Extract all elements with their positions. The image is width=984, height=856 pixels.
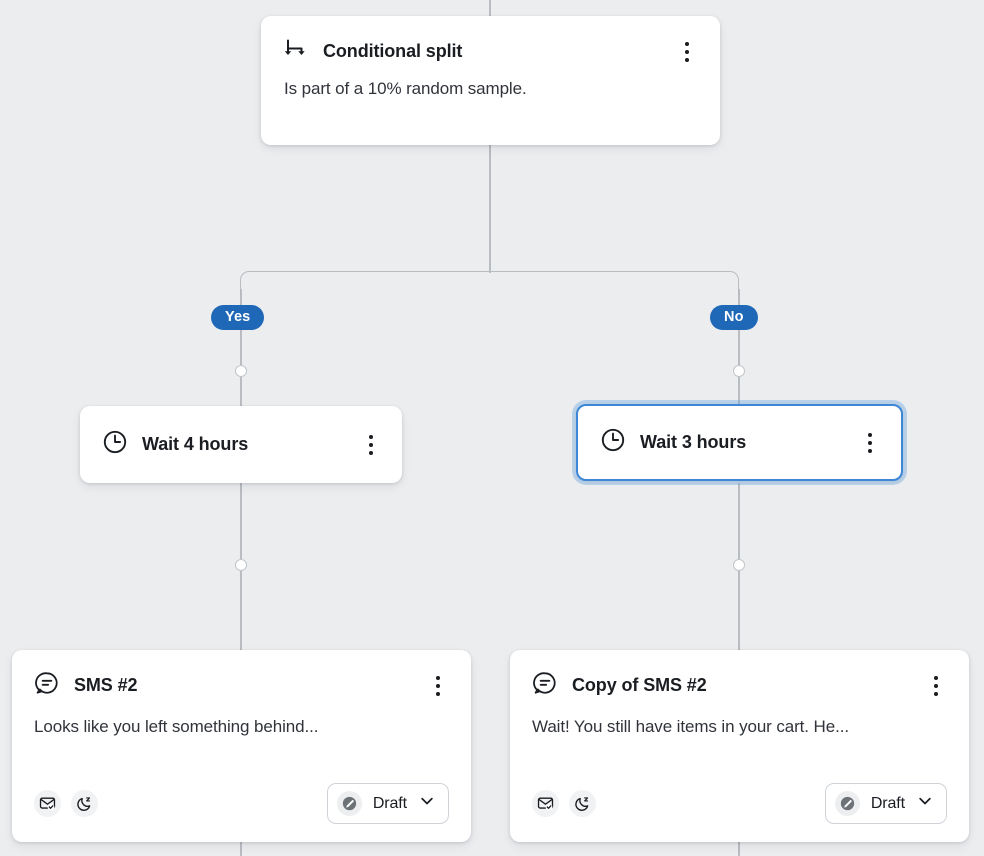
kebab-menu-icon[interactable] xyxy=(925,673,947,699)
kebab-menu-icon[interactable] xyxy=(859,430,881,456)
connector-yes-to-wait xyxy=(240,289,242,407)
card-title: SMS #2 xyxy=(74,675,138,695)
sms-card[interactable]: Copy of SMS #2 Wait! You still have item… xyxy=(510,650,969,842)
connector-below-sms2 xyxy=(240,842,242,856)
envelope-check-icon xyxy=(34,790,61,817)
envelope-check-icon xyxy=(532,790,559,817)
connector-node-wait4[interactable] xyxy=(235,559,247,571)
connector-no-to-wait xyxy=(738,289,740,405)
kebab-menu-icon[interactable] xyxy=(676,39,698,65)
status-label: Draft xyxy=(372,794,407,812)
sms-preview-text: Looks like you left something behind... xyxy=(34,717,319,736)
connector-below-sms-copy xyxy=(738,842,740,856)
branch-label-no[interactable]: No xyxy=(710,305,758,330)
clock-icon xyxy=(600,427,626,458)
card-title: Wait 4 hours xyxy=(142,434,249,454)
card-title: Wait 3 hours xyxy=(640,432,747,452)
wait-card-4-hours[interactable]: Wait 4 hours xyxy=(80,406,402,483)
chat-bubble-icon xyxy=(34,670,60,701)
connector-elbow-no xyxy=(489,271,739,298)
moon-quiet-hours-icon xyxy=(569,790,596,817)
split-description: Is part of a 10% random sample. xyxy=(284,79,527,98)
chevron-down-icon[interactable] xyxy=(418,792,436,815)
split-branch-icon xyxy=(283,36,309,67)
connector-node-wait3[interactable] xyxy=(733,559,745,571)
sms-preview-text: Wait! You still have items in your cart.… xyxy=(532,717,849,736)
connector-elbow-yes xyxy=(240,271,490,298)
conditional-split-card[interactable]: Conditional split Is part of a 10% rando… xyxy=(261,16,720,145)
pencil-draft-icon xyxy=(336,791,362,816)
clock-icon xyxy=(102,429,128,460)
pencil-draft-icon xyxy=(834,791,860,816)
moon-quiet-hours-icon xyxy=(71,790,98,817)
card-title: Copy of SMS #2 xyxy=(572,675,707,695)
chat-bubble-icon xyxy=(532,670,558,701)
wait-card-3-hours[interactable]: Wait 3 hours xyxy=(576,404,903,481)
card-header: Copy of SMS #2 xyxy=(532,670,947,701)
sms-card[interactable]: SMS #2 Looks like you left something beh… xyxy=(12,650,471,842)
chevron-down-icon[interactable] xyxy=(916,792,934,815)
card-title: Conditional split xyxy=(323,41,463,61)
connector-into-split xyxy=(489,0,491,18)
connector-node-no[interactable] xyxy=(733,365,745,377)
status-label: Draft xyxy=(870,794,905,812)
card-header: SMS #2 xyxy=(34,670,449,701)
connector-node-yes[interactable] xyxy=(235,365,247,377)
kebab-menu-icon[interactable] xyxy=(360,432,382,458)
connector-split-to-junction xyxy=(489,145,491,273)
status-dropdown[interactable]: Draft xyxy=(326,783,449,824)
status-dropdown[interactable]: Draft xyxy=(824,783,947,824)
card-footer: Draft xyxy=(34,783,449,824)
branch-label-yes[interactable]: Yes xyxy=(211,305,265,330)
card-footer: Draft xyxy=(532,783,947,824)
card-header: Conditional split xyxy=(283,36,698,67)
kebab-menu-icon[interactable] xyxy=(427,673,449,699)
